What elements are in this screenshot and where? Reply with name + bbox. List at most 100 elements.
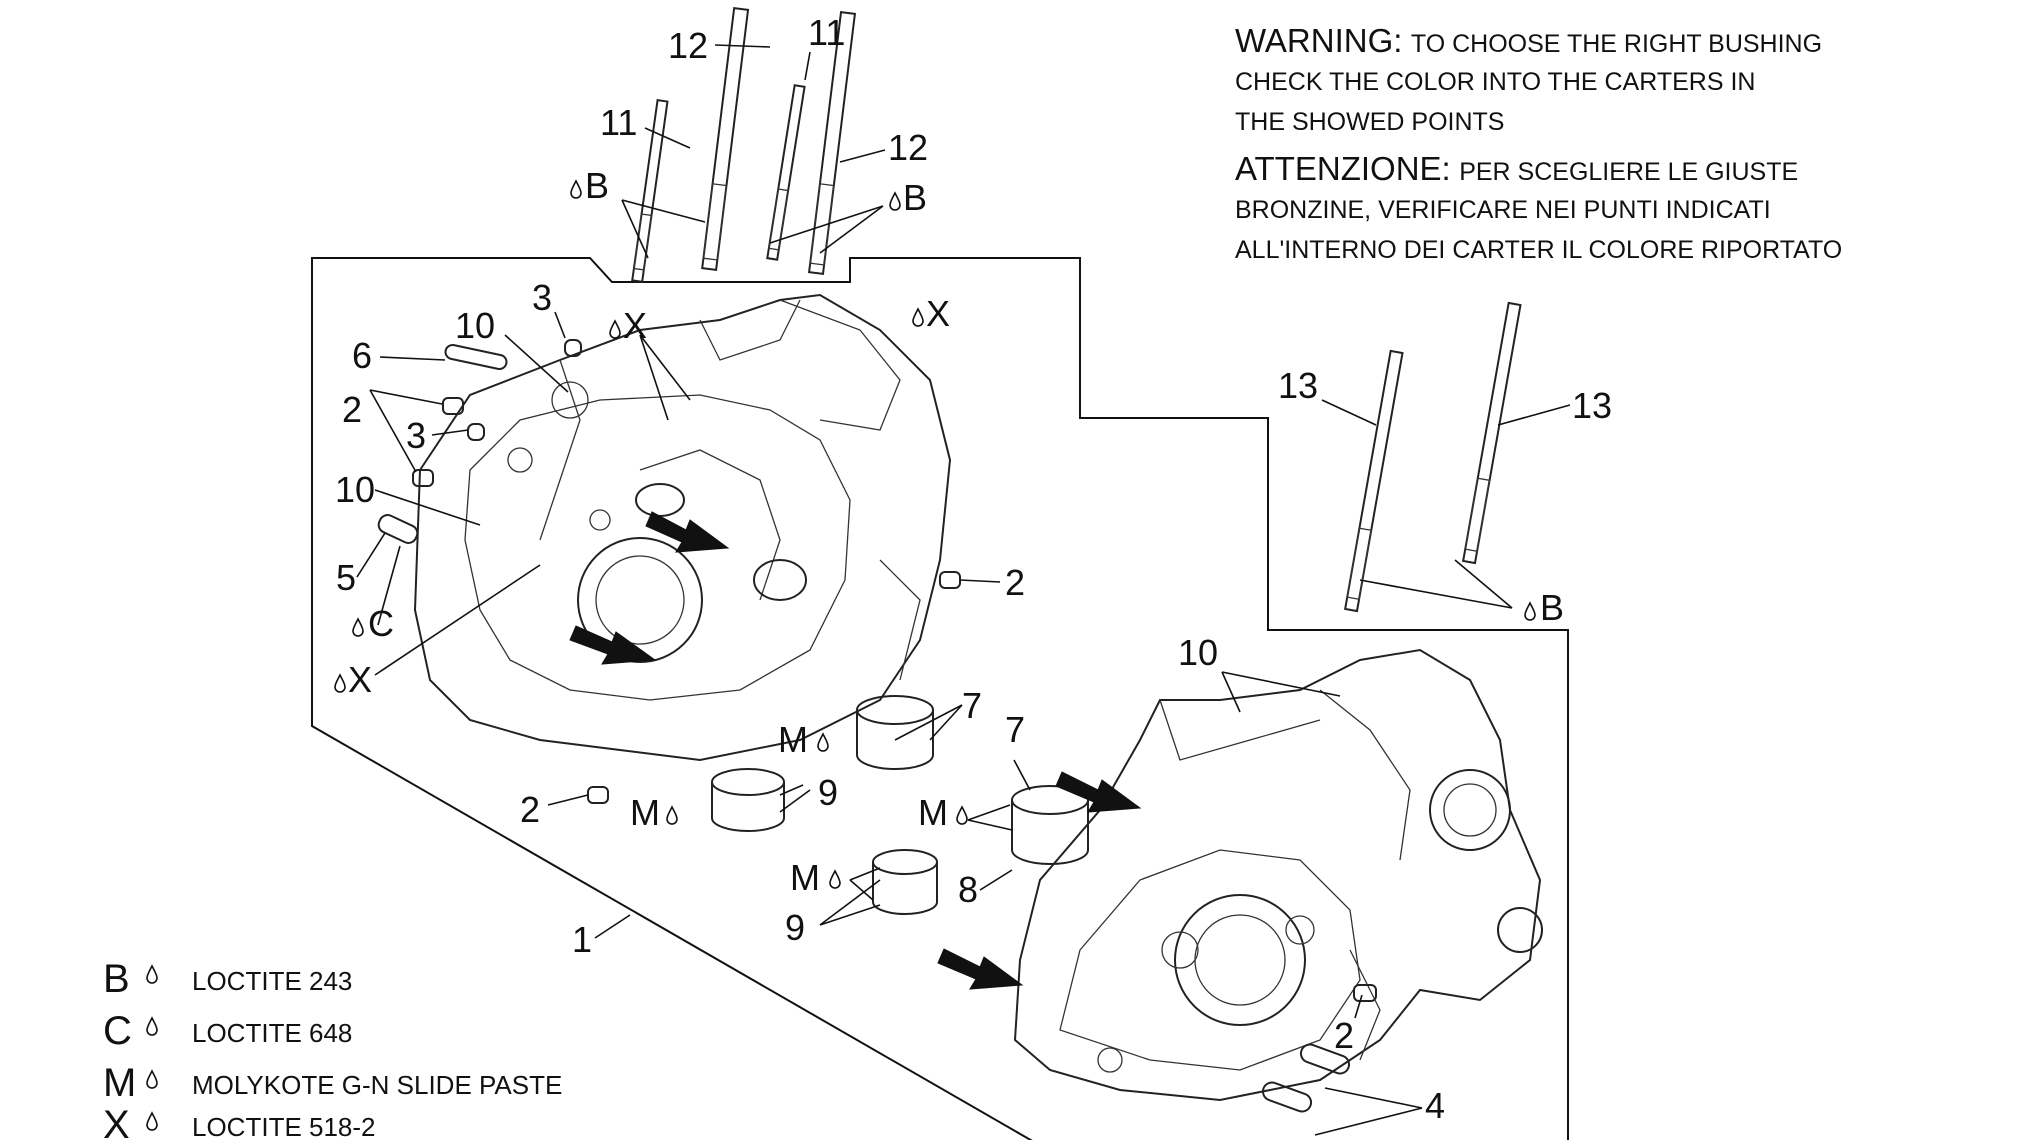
attenzione-line-2: BRONZINE, VERIFICARE NEI PUNTI INDICATI [1235,196,1771,224]
drop-icon [146,1017,158,1036]
drop-icon [889,192,901,211]
drop-icon [570,180,582,199]
dowel-pin [377,514,419,544]
callout-M: M [918,792,948,833]
callout-B: B [585,165,609,206]
dowel-pin [1299,1043,1351,1075]
callout-4: 4 [1425,1085,1445,1126]
callout-5: 5 [336,557,356,598]
crankcase-half-left [413,293,952,762]
attenzione-title: ATTENZIONE: [1235,150,1451,187]
callout-M: M [790,857,820,898]
arrow-icon [569,625,657,665]
stud-bolt [1462,301,1522,565]
callout-7: 7 [1005,709,1025,750]
callout-labels: 12 11 11 12 B B 10 3 X X 6 2 3 10 5 C X … [334,12,1612,1126]
callout-C: C [368,603,394,644]
warning-line-3: THE SHOWED POINTS [1235,108,1504,136]
warning-note: WARNING: TO CHOOSE THE RIGHT BUSHING CHE… [1235,22,1822,136]
stud-bolt-group-top [631,7,857,283]
callout-X: X [623,305,647,346]
callout-2: 2 [1005,562,1025,603]
legend-row: X LOCTITE 518-2 [103,1103,376,1140]
callout-3: 3 [532,277,552,318]
callout-M: M [778,719,808,760]
attenzione-note: ATTENZIONE: PER SCEGLIERE LE GIUSTE BRON… [1235,150,1842,264]
legend-desc: LOCTITE 243 [192,966,352,996]
warning-line-2: CHECK THE COLOR INTO THE CARTERS IN [1235,68,1755,96]
callout-2: 2 [520,789,540,830]
dowel-pin [467,423,485,441]
drop-icon [146,1070,158,1089]
dowel-pin [587,786,609,804]
assembly-frame [311,257,1569,1140]
drop-icon [146,1112,158,1131]
callout-7: 7 [962,685,982,726]
dowel-pin [442,397,464,415]
stud-bolt [1344,349,1404,613]
callout-X: X [348,659,372,700]
callout-10: 10 [1178,632,1218,673]
arrow-icon [1055,771,1142,813]
callout-B: B [903,177,927,218]
drop-icon [609,320,621,339]
legend-key: M [103,1061,136,1105]
stud-bolt [701,7,750,271]
dowel-pin [1353,984,1377,1002]
drop-icon [956,806,968,825]
legend-desc: LOCTITE 518-2 [192,1112,376,1140]
warning-line-1: TO CHOOSE THE RIGHT BUSHING [1411,30,1822,58]
crankcase-half-right [1013,648,1543,1102]
drop-icon [912,308,924,327]
callout-6: 6 [352,335,372,376]
callout-11: 11 [600,102,637,143]
legend-key: C [103,1009,132,1053]
attenzione-line-1: PER SCEGLIERE LE GIUSTE [1459,158,1798,186]
legend-desc: LOCTITE 648 [192,1018,352,1048]
bushing [711,768,785,832]
callout-12: 12 [668,25,708,66]
drop-icon [1524,602,1536,621]
dowel-pin [1261,1081,1313,1113]
arrow-icon [937,948,1024,990]
arrow-icon [645,511,730,553]
legend-key: B [103,957,130,1001]
callout-M: M [630,792,660,833]
callout-9: 9 [818,772,838,813]
stud-bolt [766,84,806,261]
legend-row: M MOLYKOTE G-N SLIDE PASTE [103,1061,562,1105]
stud-bolt [631,99,669,283]
callout-B: B [1540,587,1564,628]
drop-icon [817,733,829,752]
callout-2: 2 [342,389,362,430]
legend-desc: MOLYKOTE G-N SLIDE PASTE [192,1070,562,1100]
callout-3: 3 [406,415,426,456]
callout-10: 10 [335,469,375,510]
stud-bolt-group-right [1344,301,1522,613]
bushing [856,695,934,770]
drop-icon [829,870,841,889]
callout-2: 2 [1334,1015,1354,1056]
bushing-group [711,695,1089,915]
dowel-pin [939,571,961,589]
warning-title: WARNING: [1235,22,1402,59]
bushing [1011,785,1089,865]
drop-icon [146,965,158,984]
legend-row: B LOCTITE 243 [103,957,352,1001]
legend: B LOCTITE 243 C LOCTITE 648 M MOLYKOTE G… [103,957,562,1140]
dowel-pin [412,469,434,487]
attenzione-line-3: ALL'INTERNO DEI CARTER IL COLORE RIPORTA… [1235,236,1842,264]
leader-lines [356,44,1571,1136]
callout-13: 13 [1278,365,1318,406]
stud-bolt [807,11,857,275]
callout-X: X [926,293,950,334]
callout-13: 13 [1572,385,1612,426]
callout-8: 8 [958,869,978,910]
svg-text:WARNING: TO CHOOSE THE R: WARNING: TO CHOOSE THE RIGHT BUSHING [1235,22,1822,59]
callout-10: 10 [455,305,495,346]
callout-12: 12 [888,127,928,168]
dowel-pin [444,344,508,370]
legend-key: X [103,1103,130,1140]
bushing [872,849,938,915]
